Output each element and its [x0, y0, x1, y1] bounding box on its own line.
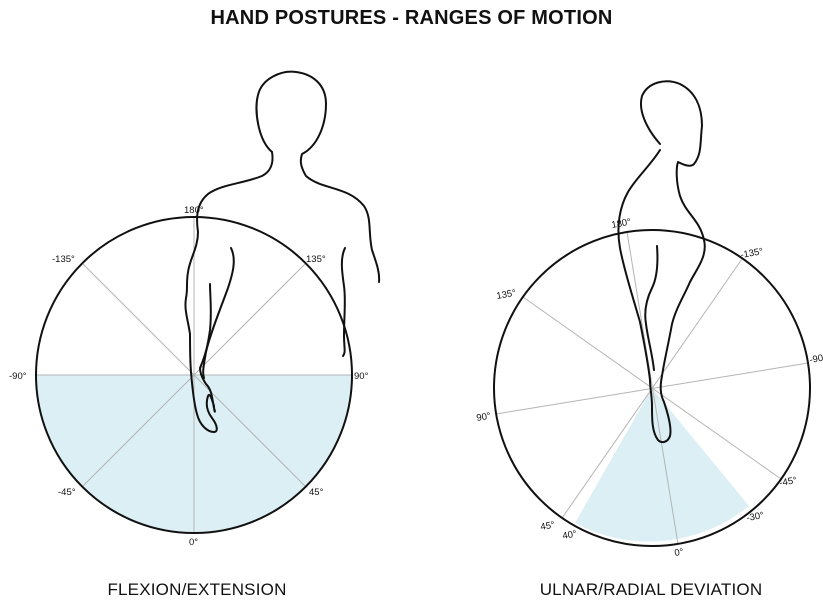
flexion-label-neg135: -135°: [52, 254, 75, 265]
ulnar-radial-diagram: 180° -135° 135° -90° 90° -45° 45° 40° -3…: [476, 81, 823, 559]
deviation-label-45: 45°: [540, 520, 556, 533]
deviation-label-135: 135°: [496, 288, 517, 302]
flexion-label-0: 0°: [189, 537, 198, 548]
flexion-label-neg45: -45°: [58, 487, 76, 498]
flexion-label-180: 180°: [184, 205, 204, 216]
deviation-label-180: 180°: [611, 217, 632, 231]
flexion-label-135: 135°: [306, 254, 326, 265]
deviation-label-neg30: -30°: [746, 510, 765, 524]
flexion-extension-caption: FLEXION/EXTENSION: [47, 580, 347, 600]
ulnar-radial-range-shade: [575, 388, 749, 542]
ulnar-radial-caption: ULNAR/RADIAL DEVIATION: [501, 580, 801, 600]
deviation-label-40: 40°: [562, 529, 578, 542]
deviation-label-neg135: -135°: [740, 246, 765, 261]
flexion-extension-diagram: 180° -135° 135° -90° 90° -45° 45° 0°: [9, 72, 379, 548]
deviation-label-neg90: -90°: [809, 352, 823, 366]
deviation-label-0: 0°: [674, 547, 685, 559]
flexion-label-45: 45°: [309, 487, 324, 498]
flexion-extension-spokes: [36, 217, 352, 533]
flexion-label-90: 90°: [354, 371, 369, 382]
deviation-label-neg45: -45°: [779, 475, 798, 489]
deviation-label-90: 90°: [476, 411, 492, 424]
flexion-label-neg90: -90°: [9, 371, 27, 382]
